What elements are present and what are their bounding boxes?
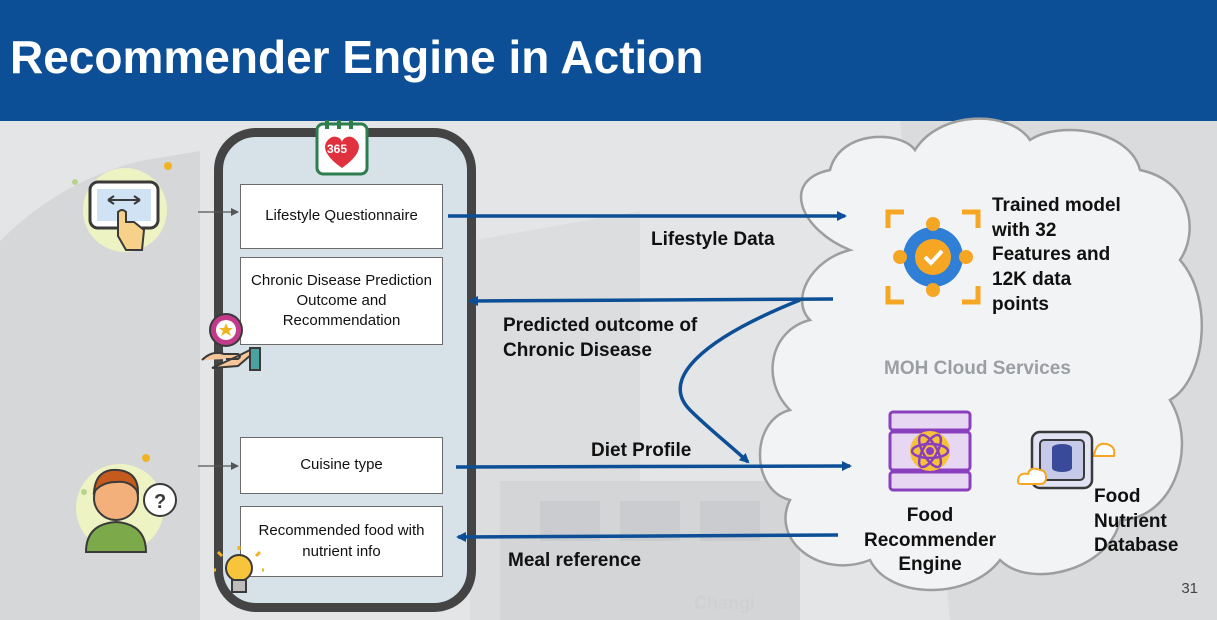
cuisine-type-box[interactable]: Cuisine type	[240, 437, 443, 494]
chronic-disease-outcome-box[interactable]: Chronic Disease Prediction Outcome and R…	[240, 257, 443, 345]
hand-star-icon	[201, 313, 261, 371]
calendar-heart-icon	[315, 120, 369, 176]
page-number: 31	[1181, 580, 1198, 597]
meal-reference-arrow	[456, 531, 839, 542]
meal-reference-label: Meal reference	[508, 550, 642, 571]
background-watermark: Changi	[694, 593, 755, 613]
slide-title: Recommender Engine in Action	[10, 31, 704, 83]
lifestyle-questionnaire-label: Lifestyle Questionnaire	[265, 207, 418, 225]
predicted-outcome-arrow	[468, 295, 834, 306]
trained-model-label: Trained model with 32 Features and 12K d…	[992, 195, 1121, 315]
calendar-badge-text: 365	[327, 142, 348, 156]
food-recommender-engine-label: Food Recommender Engine	[864, 505, 996, 576]
lifestyle-data-label: Lifestyle Data	[651, 229, 775, 250]
diet-profile-label: Diet Profile	[591, 440, 692, 461]
ai-model-icon	[885, 209, 981, 305]
cloud-database-icon	[1016, 430, 1116, 490]
svg-text:?: ?	[154, 491, 166, 513]
cloud-services-label: MOH Cloud Services	[884, 358, 1071, 379]
lightbulb-icon	[214, 546, 264, 593]
cuisine-type-label: Cuisine type	[300, 456, 383, 474]
food-nutrient-database-label: Food Nutrient Database	[1094, 486, 1179, 557]
recommended-food-box[interactable]: Recommended food with nutrient info	[240, 506, 443, 577]
chronic-disease-outcome-label: Chronic Disease Prediction Outcome and R…	[251, 271, 432, 330]
title-bar: Recommender Engine in Action	[0, 0, 1217, 121]
recommended-food-label: Recommended food with nutrient info	[258, 522, 425, 560]
tablet-touch-icon	[72, 162, 172, 252]
predicted-outcome-label: Predicted outcome of Chronic Disease	[503, 315, 698, 361]
person-question-icon: ?	[76, 454, 177, 553]
lifestyle-questionnaire-box[interactable]: Lifestyle Questionnaire	[240, 184, 443, 249]
server-atom-icon	[888, 410, 972, 492]
model-to-engine-curve	[678, 298, 801, 464]
diet-profile-arrow	[455, 461, 852, 472]
